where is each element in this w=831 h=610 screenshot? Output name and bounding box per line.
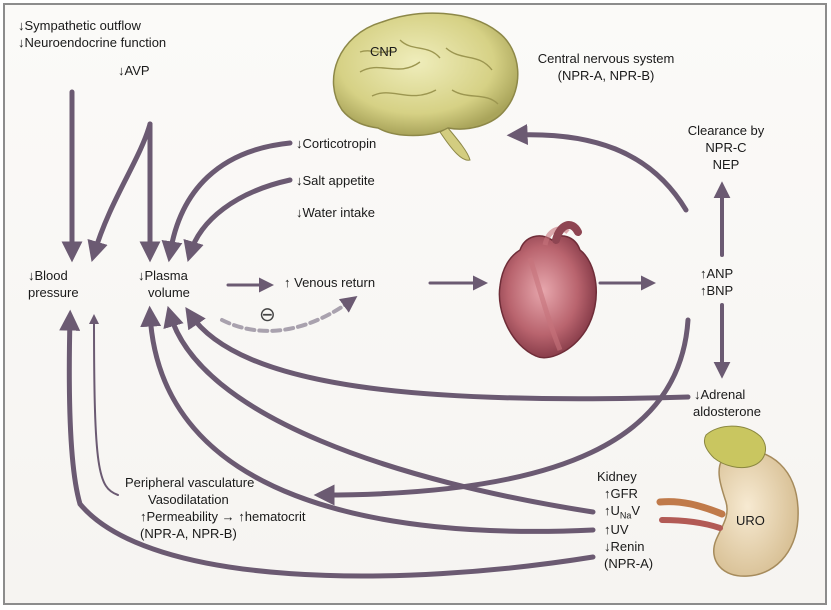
sympathetic-outflow-label: ↓Sympathetic outflow: [18, 18, 141, 33]
cnp-label: CNP: [370, 44, 397, 59]
bnp-label: ↑BNP: [700, 283, 733, 298]
uro-label: URO: [736, 513, 765, 528]
increase-arrow-icon: ↑: [284, 275, 291, 290]
plasma-volume-line-1: ↓Plasma: [138, 268, 188, 283]
heart-illustration: [499, 225, 596, 358]
cns-title: Central nervous system: [522, 51, 690, 66]
uv-label: ↑UV: [604, 522, 629, 537]
arrow-cortico-to-pv: [170, 143, 290, 254]
arrow-periph-to-bp: [94, 318, 118, 495]
blood-pressure-line-1: ↓Blood: [28, 268, 68, 283]
periph-line-2: Vasodilatation: [148, 492, 229, 507]
water-intake-label: ↓Water intake: [296, 205, 375, 220]
renin-label: ↓Renin: [604, 539, 644, 554]
corticotropin-label: ↓Corticotropin: [296, 136, 376, 151]
plasma-volume-line-2: volume: [148, 285, 190, 300]
kidney-receptor: (NPR-A): [604, 556, 653, 571]
unav-label: ↑UNaV: [604, 503, 640, 524]
periph-line-4: (NPR-A, NPR-B): [140, 526, 237, 541]
blood-pressure-line-2: pressure: [28, 285, 79, 300]
inhibition-icon: ⊖: [259, 304, 276, 326]
periph-line-3: ↑Permeability → ↑hematocrit: [140, 509, 305, 524]
avp-label: ↓AVP: [118, 63, 150, 78]
arrow-anp-to-brain: [515, 135, 686, 210]
venous-return-label: ↑ Venous return: [284, 275, 375, 290]
arrow-adrenal-to-pv: [190, 314, 688, 399]
adrenal-line-2: aldosterone: [693, 404, 761, 419]
right-arrow-icon: →: [222, 509, 235, 524]
clearance-line-2: NPR-C: [666, 140, 786, 155]
kidney-illustration: [660, 426, 798, 576]
salt-appetite-label: ↓Salt appetite: [296, 173, 375, 188]
periph-line-1: Peripheral vasculature: [125, 475, 254, 490]
anp-label: ↑ANP: [700, 266, 733, 281]
arrow-avp-to-bp: [94, 124, 150, 254]
kidney-title: Kidney: [597, 469, 637, 484]
cns-receptors: (NPR-A, NPR-B): [522, 68, 690, 83]
neuroendocrine-label: ↓Neuroendocrine function: [18, 35, 166, 50]
clearance-line-1: Clearance by: [666, 123, 786, 138]
adrenal-line-1: ↓Adrenal: [694, 387, 745, 402]
arrow-salt-to-pv: [190, 180, 290, 254]
clearance-line-3: NEP: [666, 157, 786, 172]
arrow-negative-feedback: [222, 300, 352, 331]
gfr-label: ↑GFR: [604, 486, 638, 501]
